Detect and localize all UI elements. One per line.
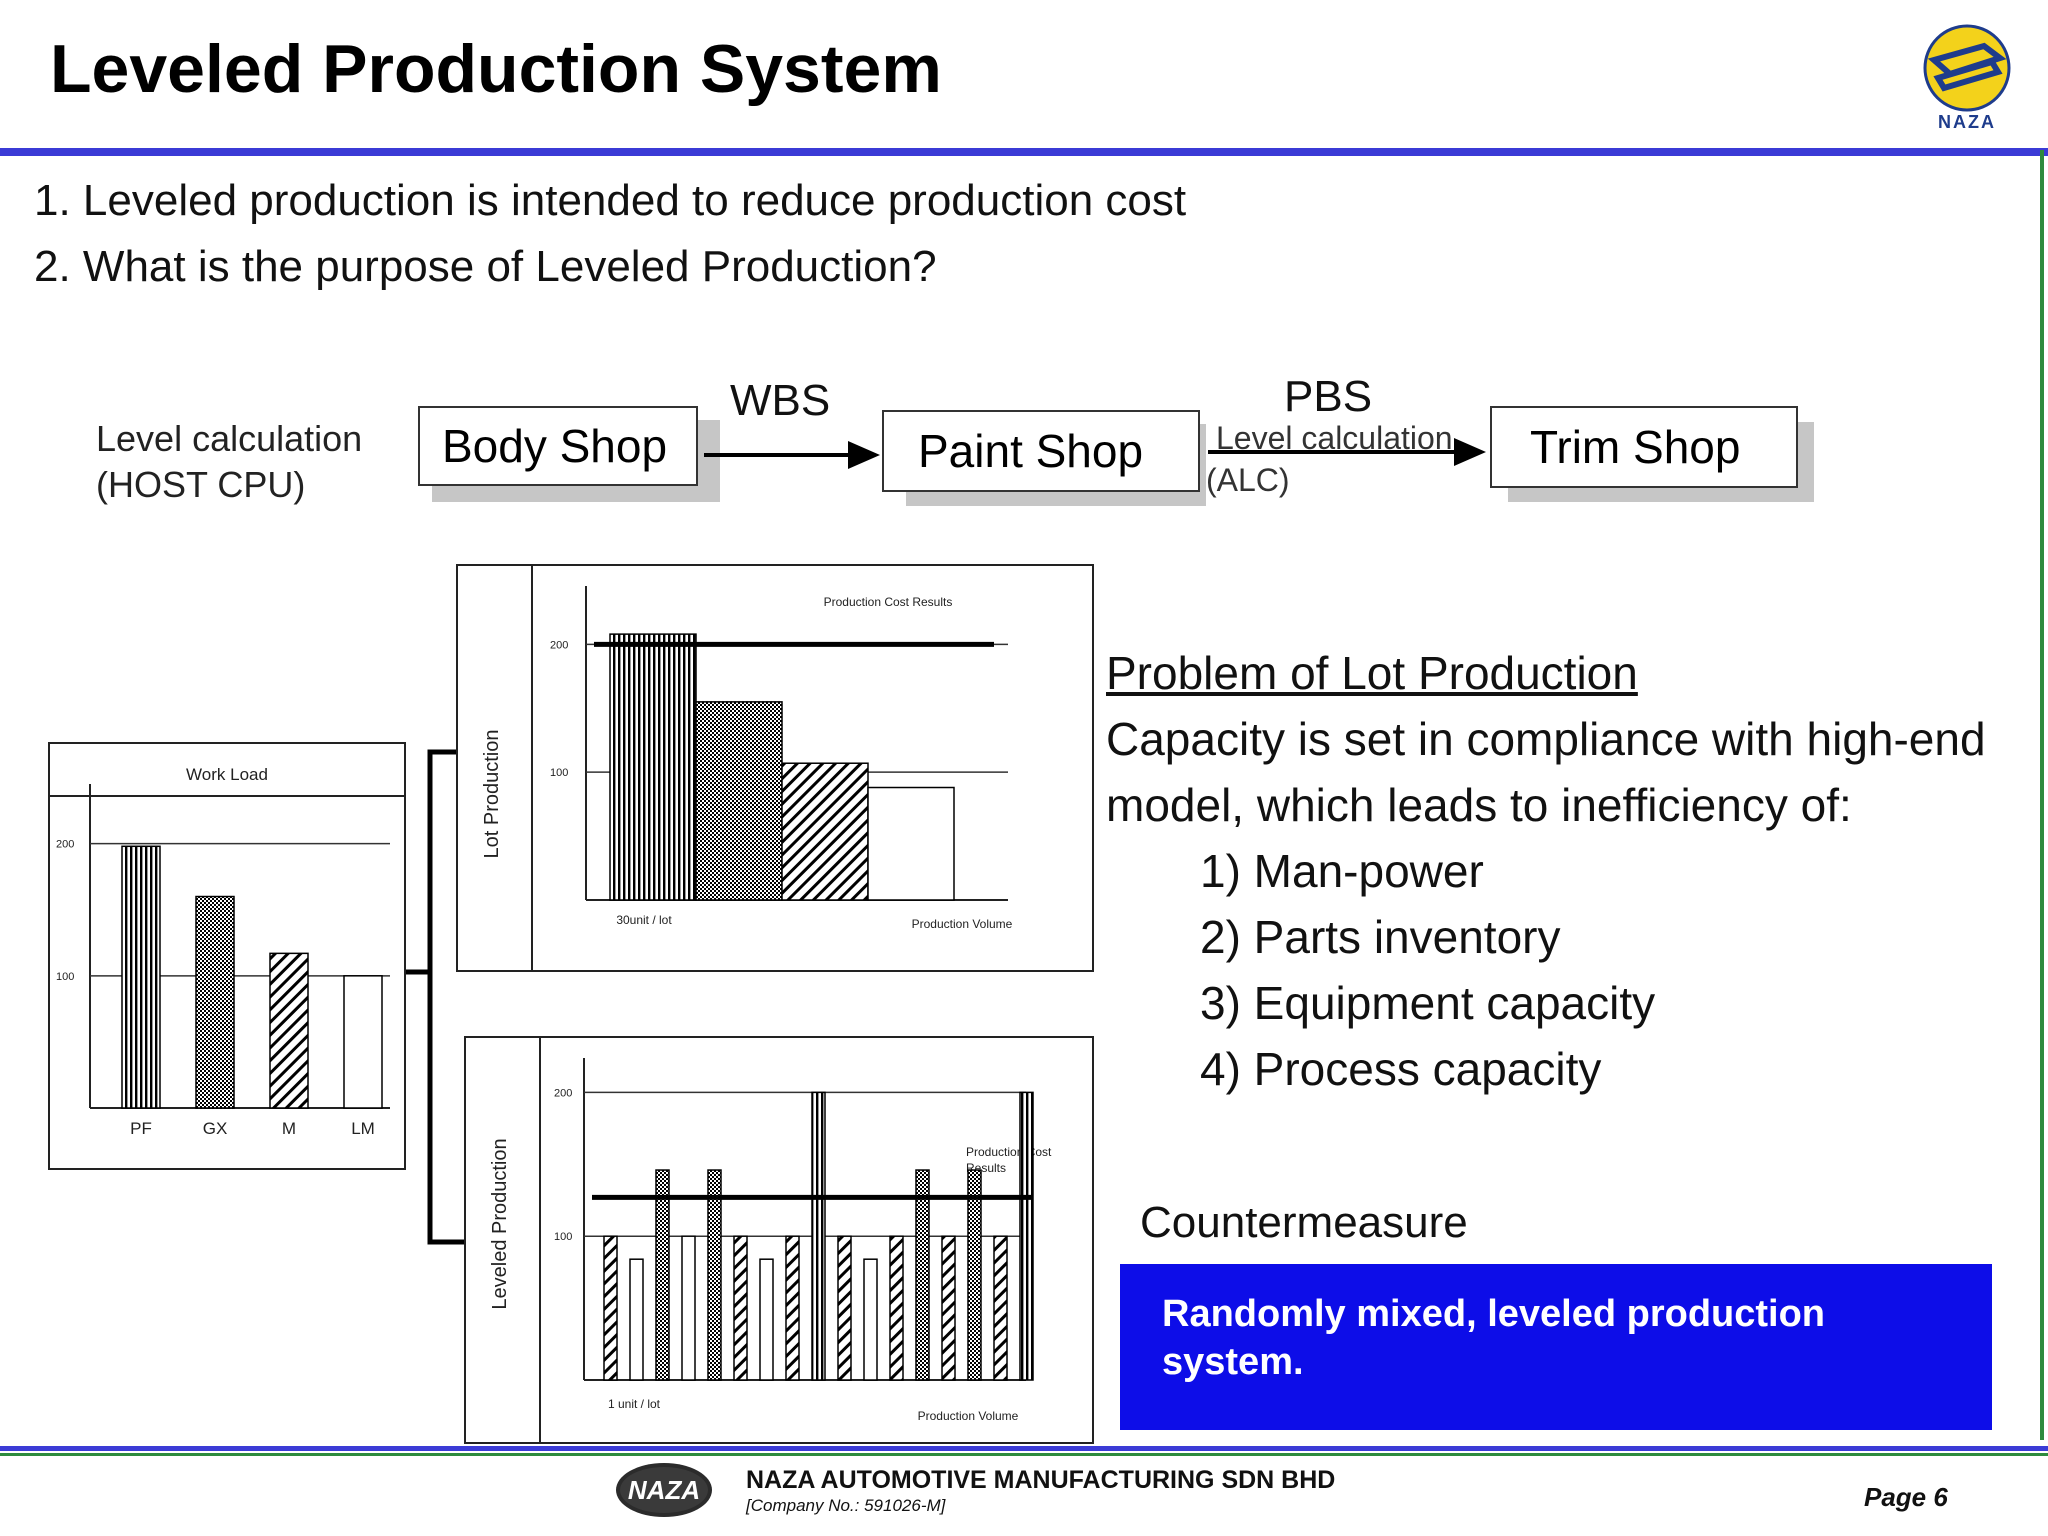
footer-logo-text: NAZA [628, 1475, 700, 1505]
y-tick-label: 100 [56, 971, 74, 983]
bar-6 [733, 1235, 748, 1381]
bar-7 [759, 1258, 774, 1381]
problem-line2: model, which leads to inefficiency of: [1106, 779, 1852, 831]
footer-company: NAZA AUTOMOTIVE MANUFACTURING SDN BHD [746, 1466, 1336, 1494]
category-label: LM [351, 1119, 375, 1138]
bullet-1: 1. Leveled production is intended to red… [34, 176, 1187, 225]
footer-logo-icon: NAZA [616, 1463, 712, 1517]
bar-13 [915, 1169, 930, 1381]
bar-4 [681, 1235, 696, 1381]
category-label: M [282, 1119, 296, 1138]
bar-2 [195, 895, 235, 1109]
category-label: GX [203, 1119, 228, 1138]
bar-3 [781, 762, 869, 901]
chart-title-line1: Production Cost [966, 1145, 1052, 1159]
host-label: Level calculation (HOST CPU) [96, 416, 362, 508]
x-axis-note: 1 unit / lot [608, 1397, 661, 1411]
wbs-label: WBS [730, 376, 831, 425]
page-number: Page 6 [1864, 1482, 1948, 1512]
bar-12 [889, 1235, 904, 1381]
naza-logo: NAZA [1912, 24, 2022, 134]
y-tick-label: 100 [550, 767, 568, 779]
y-axis-label: Leveled Production [489, 1138, 511, 1309]
pbs-label: PBS [1284, 372, 1373, 421]
bar-16 [993, 1235, 1008, 1381]
arrow-head-2 [1454, 438, 1486, 466]
arrow-head-1 [848, 441, 880, 469]
header-rule [0, 148, 2048, 156]
y-tick-label: 100 [554, 1231, 572, 1243]
countermeasure-box [1120, 1264, 1992, 1430]
x-axis-label: Production Volume [918, 1409, 1019, 1423]
bar-2 [629, 1258, 644, 1381]
countermeasure-heading: Countermeasure [1140, 1198, 1468, 1247]
bar-2 [695, 701, 783, 901]
footer-rule-blue [0, 1446, 2048, 1451]
problem-item-4: 4) Process capacity [1200, 1043, 1602, 1095]
countermeasure-text: Randomly mixed, leveled production syste… [1162, 1290, 1942, 1386]
bar-17 [1019, 1091, 1034, 1381]
body-shop-label: Body Shop [442, 420, 668, 472]
footer-company-number: [Company No.: 591026-M] [746, 1496, 946, 1515]
trim-shop-box: Trim Shop [1490, 406, 1798, 488]
chart-title: Work Load [186, 765, 268, 784]
alc-label: (ALC) [1206, 462, 1290, 498]
naza-logo-icon: NAZA [1923, 24, 2011, 132]
bar-3 [269, 952, 309, 1109]
y-tick-label: 200 [56, 839, 74, 851]
bar-1 [121, 845, 161, 1109]
problem-item-2: 2) Parts inventory [1200, 911, 1561, 963]
bar-9 [811, 1091, 826, 1381]
x-axis-note: 30unit / lot [616, 913, 672, 927]
body-shop-box: Body Shop [418, 406, 698, 486]
problem-item-1: 1) Man-power [1200, 845, 1484, 897]
bar-10 [837, 1235, 852, 1381]
bar-1 [603, 1235, 618, 1381]
category-label: PF [130, 1119, 152, 1138]
bullet-2: 2. What is the purpose of Leveled Produc… [34, 242, 937, 291]
footer-logo: NAZA [614, 1460, 714, 1520]
chart-bracket [406, 749, 468, 1245]
right-rule [2040, 150, 2044, 1440]
chart-title: Production Cost Results [824, 595, 953, 609]
host-label-line1: Level calculation [96, 418, 363, 459]
host-label-line2: (HOST CPU) [96, 464, 306, 505]
problem-line1: Capacity is set in compliance with high-… [1106, 713, 1986, 765]
trim-shop-label: Trim Shop [1530, 421, 1741, 473]
bar-4 [343, 975, 383, 1109]
page-title: Leveled Production System [50, 31, 942, 107]
bar-14 [941, 1235, 956, 1381]
problem-heading: Problem of Lot Production [1106, 647, 1638, 699]
bar-3 [655, 1169, 670, 1381]
bar-4 [867, 786, 955, 901]
logo-text: NAZA [1938, 112, 1996, 132]
problem-item-3: 3) Equipment capacity [1200, 977, 1656, 1029]
bar-8 [785, 1235, 800, 1381]
bar-11 [863, 1258, 878, 1381]
paint-shop-label: Paint Shop [918, 425, 1144, 477]
x-axis-label: Production Volume [912, 917, 1013, 931]
y-axis-label: Lot Production [481, 730, 503, 859]
bar-1 [609, 633, 697, 901]
bar-15 [967, 1169, 982, 1381]
countermeasure-line1: Randomly mixed, leveled production [1162, 1293, 1826, 1335]
countermeasure-line2: system. [1162, 1341, 1304, 1383]
bar-5 [707, 1169, 722, 1381]
paint-shop-box: Paint Shop [882, 410, 1200, 492]
y-tick-label: 200 [554, 1087, 572, 1099]
y-tick-label: 200 [550, 639, 568, 651]
footer-rule-green [0, 1453, 2048, 1456]
